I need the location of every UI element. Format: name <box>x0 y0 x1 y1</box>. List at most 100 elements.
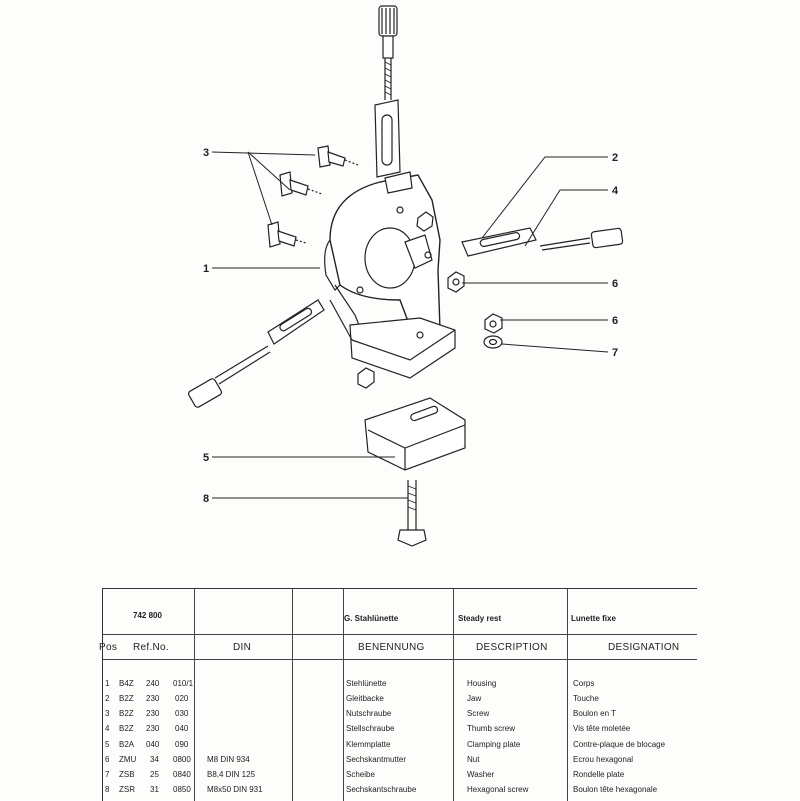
row-pos: 4 <box>105 724 110 733</box>
column-divider <box>292 589 293 801</box>
nut-upper <box>416 211 434 232</box>
row-german: Stehlünette <box>346 679 387 688</box>
row-french: Touche <box>573 694 599 703</box>
row-french: Boulon en T <box>573 709 616 718</box>
title-french: Lunette fixe <box>571 614 616 623</box>
row-ref-b: 240 <box>146 679 160 688</box>
row-german: Stellschraube <box>346 724 395 733</box>
row-din: B8,4 DIN 125 <box>207 770 256 779</box>
row-english: Washer <box>467 770 495 779</box>
column-divider <box>194 589 195 801</box>
row-ref-c: 090 <box>175 740 189 749</box>
row-ref-c: 0850 <box>173 785 191 794</box>
row-ref-a: B2Z <box>119 694 134 703</box>
title-german: G. Stahlünette <box>344 614 399 623</box>
callout-3: 3 <box>203 147 209 159</box>
thumb-screw-4 <box>539 227 624 251</box>
row-ref-b: 34 <box>150 755 159 764</box>
callout-numbers: 3 2 4 1 6 6 7 5 8 <box>203 147 619 505</box>
parts-table: 742 800 G. Stahlünette Steady rest Lunet… <box>99 588 697 801</box>
column-divider <box>453 589 454 801</box>
column-divider <box>343 589 344 801</box>
callout-6-b: 6 <box>612 315 618 327</box>
row-din: M8 DIN 934 <box>207 755 250 764</box>
header-designation: DESIGNATION <box>608 642 680 653</box>
nut-6-left <box>447 271 465 293</box>
row-pos: 7 <box>105 770 110 779</box>
row-ref-c: 030 <box>175 709 189 718</box>
row-ref-b: 230 <box>146 694 160 703</box>
row-english: Nut <box>467 755 480 764</box>
row-ref-c: 040 <box>175 724 189 733</box>
column-divider <box>567 589 568 801</box>
row-ref-a: ZSB <box>119 770 135 779</box>
row-ref-c: 0800 <box>173 755 191 764</box>
row-ref-a: B2Z <box>119 709 134 718</box>
row-french: Vis tête moletée <box>573 724 631 733</box>
row-divider <box>103 634 697 635</box>
exploded-view-drawing: 3 2 4 1 6 6 7 5 8 <box>188 5 624 547</box>
row-ref-b: 230 <box>146 709 160 718</box>
callout-5: 5 <box>203 452 209 464</box>
row-ref-b: 31 <box>150 785 159 794</box>
row-english: Thumb screw <box>467 724 516 733</box>
row-ref-b: 040 <box>146 740 160 749</box>
callout-8: 8 <box>203 493 209 505</box>
row-ref-b: 25 <box>150 770 159 779</box>
row-pos: 8 <box>105 785 110 794</box>
t-screw-3 <box>267 221 307 248</box>
callout-2: 2 <box>612 152 618 164</box>
row-english: Housing <box>467 679 497 688</box>
row-ref-c: 0840 <box>173 770 191 779</box>
row-english: Clamping plate <box>467 740 521 749</box>
row-german: Sechskantschraube <box>346 785 417 794</box>
row-english: Screw <box>467 709 490 718</box>
header-pos: Pos <box>99 642 118 653</box>
clamping-plate-5 <box>364 397 466 471</box>
callout-1: 1 <box>203 263 209 275</box>
row-french: Corps <box>573 679 595 688</box>
side-jaw-2 <box>461 227 537 257</box>
row-ref-a: ZMU <box>119 755 137 764</box>
top-thumb-screw <box>378 5 398 100</box>
row-german: Scheibe <box>346 770 375 779</box>
row-ref-a: B4Z <box>119 679 134 688</box>
nut-lower <box>357 367 375 389</box>
top-jaw <box>374 99 401 178</box>
row-divider <box>103 659 697 660</box>
row-ref-b: 230 <box>146 724 160 733</box>
hex-screw-8 <box>397 480 427 547</box>
row-french: Boulon tête hexagonale <box>573 785 658 794</box>
row-pos: 1 <box>105 679 110 688</box>
row-german: Gleitbacke <box>346 694 384 703</box>
row-german: Nutschraube <box>346 709 392 718</box>
row-pos: 3 <box>105 709 110 718</box>
callout-4: 4 <box>612 185 619 197</box>
row-pos: 6 <box>105 755 110 764</box>
header-din: DIN <box>233 642 252 653</box>
row-french: Contre-plaque de blocage <box>573 740 666 749</box>
row-english: Jaw <box>467 694 482 703</box>
row-din: M8x50 DIN 931 <box>207 785 263 794</box>
row-ref-a: B2Z <box>119 724 134 733</box>
row-ref-a: B2A <box>119 740 135 749</box>
housing <box>324 171 441 341</box>
title-english: Steady rest <box>458 614 502 623</box>
header-benennung: BENENNUNG <box>358 642 425 653</box>
header-description: DESCRIPTION <box>476 642 548 653</box>
row-french: Ecrou hexagonal <box>573 755 634 764</box>
row-pos: 5 <box>105 740 110 749</box>
housing-foot <box>329 299 456 379</box>
row-ref-c: 020 <box>175 694 189 703</box>
row-english: Hexagonal screw <box>467 785 529 794</box>
washer-7 <box>483 335 503 349</box>
header-ref-no: Ref.No. <box>133 642 170 653</box>
row-pos: 2 <box>105 694 110 703</box>
t-screw-1 <box>317 145 359 168</box>
leader-lines <box>211 151 609 499</box>
row-german: Sechskantmutter <box>346 755 407 764</box>
row-german: Klemmplatte <box>346 740 391 749</box>
row-ref-a: ZSR <box>119 785 135 794</box>
callout-6-a: 6 <box>612 278 618 290</box>
